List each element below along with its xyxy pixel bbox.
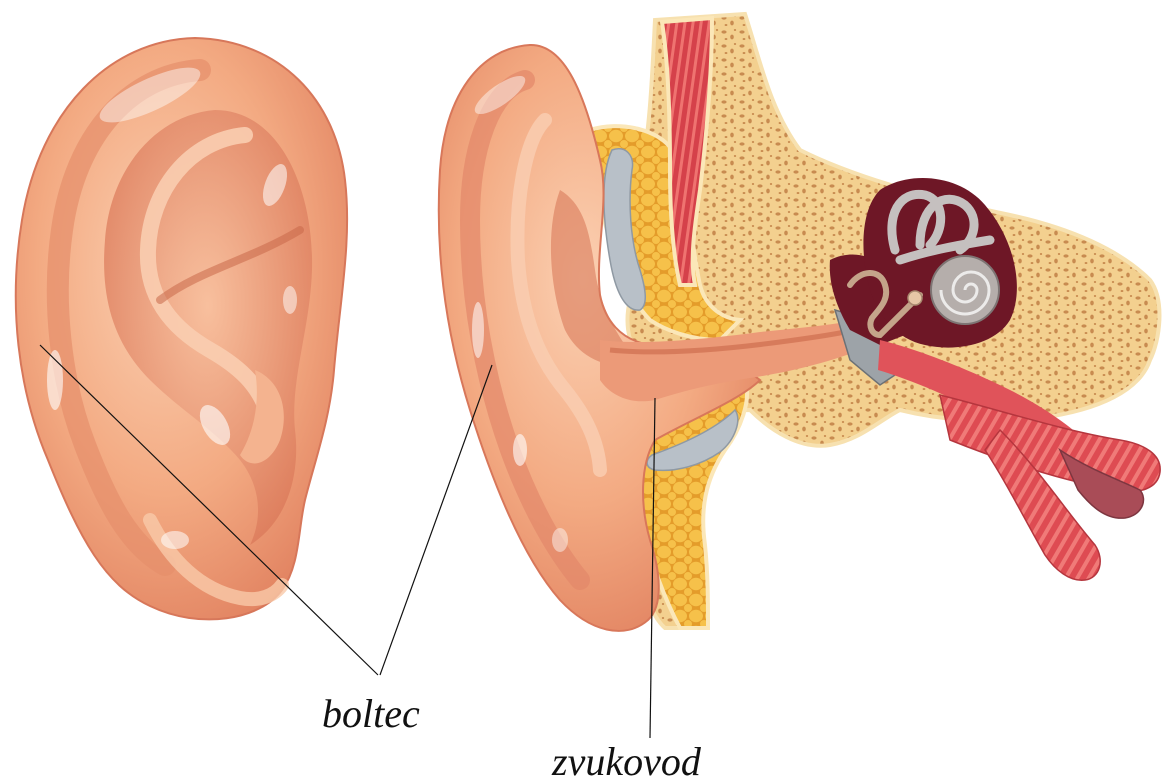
right-ear-highlight — [472, 302, 484, 358]
left-ear-highlight — [161, 531, 189, 549]
label-pinna: boltec — [322, 694, 420, 734]
label-ear-canal: zvukovod — [552, 742, 701, 782]
right-ear-highlight — [513, 434, 527, 466]
cochlea — [931, 256, 999, 324]
left-ear-highlight — [283, 286, 297, 314]
ear-cross-section — [439, 14, 1160, 631]
right-ear-highlight — [552, 528, 568, 552]
left-ear-pinna — [16, 38, 347, 619]
leader-line-right-pinna — [380, 365, 492, 675]
ossicle-stapes — [908, 291, 922, 305]
